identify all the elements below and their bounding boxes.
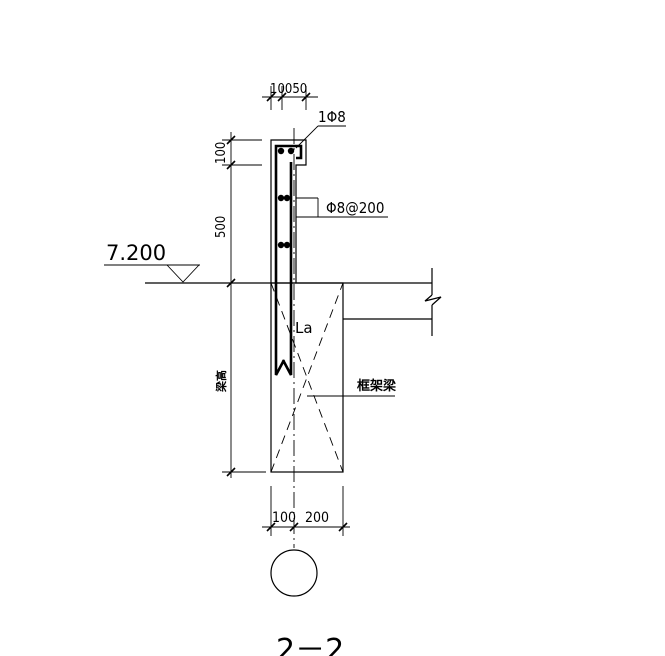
section-title: 2－2 xyxy=(276,633,344,656)
elevation-label: 7.200 xyxy=(106,241,166,265)
frame-beam xyxy=(270,282,344,473)
parapet-wall xyxy=(270,139,307,283)
axis-bubble xyxy=(270,549,318,597)
stirrup-label: Φ8@200 xyxy=(326,199,384,217)
bottom-dim-left-label: 100 xyxy=(272,510,296,526)
top-dimension: 10050 xyxy=(262,82,318,110)
dim-500-label: 500 xyxy=(214,216,229,238)
anchor-label: La xyxy=(295,319,313,337)
beam-label: 框架梁 xyxy=(357,378,397,394)
dim-100-label: 100 xyxy=(214,142,229,164)
anchorage-bars: La xyxy=(274,283,313,376)
elevation-mark: 7.200 xyxy=(104,241,200,283)
beam-height-label: 梁高 xyxy=(214,370,228,393)
bottom-dimension: 100 200 xyxy=(262,486,350,536)
axis-line xyxy=(270,128,318,597)
left-dimension-chain: 100 500 梁高 xyxy=(214,132,266,478)
bottom-dim-right-label: 200 xyxy=(305,510,329,526)
beam-callout: 框架梁 xyxy=(307,378,397,397)
top-rebar-callout: 1Φ8 xyxy=(295,108,346,149)
top-rebar-label: 1Φ8 xyxy=(318,108,346,126)
slab-line xyxy=(145,268,442,336)
top-dimension-label: 10050 xyxy=(270,82,307,97)
stirrup-callout: Φ8@200 xyxy=(296,197,388,218)
